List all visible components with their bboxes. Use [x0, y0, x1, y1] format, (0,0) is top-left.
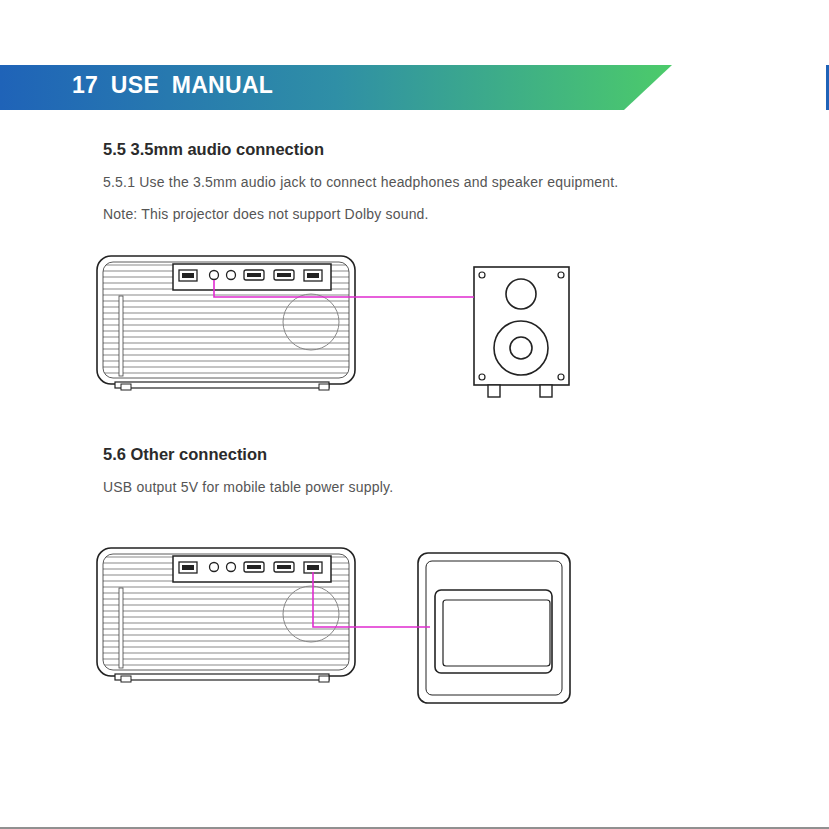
page-heading: 17 USE MANUAL: [72, 72, 273, 99]
section-heading: 5.5 3.5mm audio connection: [103, 140, 324, 159]
section-heading: 5.6 Other connection: [103, 445, 267, 464]
instruction-text: USB output 5V for mobile table power sup…: [103, 479, 393, 495]
instruction-text: 5.5.1 Use the 3.5mm audio jack to connec…: [103, 174, 618, 190]
note-text: Note: This projector does not support Do…: [103, 206, 429, 222]
